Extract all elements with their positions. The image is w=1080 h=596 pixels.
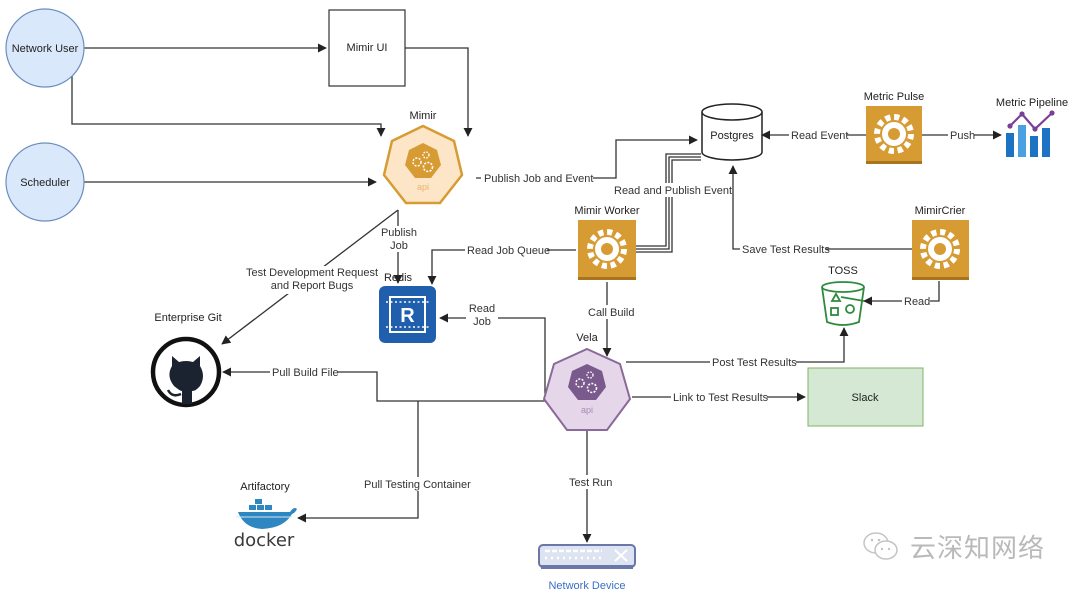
- edge-vela-to-toss: [626, 327, 849, 363]
- edge-crier-to-postgres: [728, 165, 912, 250]
- node-metric-pulse[interactable]: Metric Pulse: [864, 91, 925, 164]
- label-publish-job-and-event: Publish Job and Event: [484, 173, 593, 185]
- redis-glyph: R: [400, 305, 415, 327]
- edge-crier-to-toss: [863, 281, 940, 306]
- edge-user-to-mimir: [71, 76, 386, 137]
- docker-wordmark: docker: [234, 530, 295, 551]
- node-vela[interactable]: Vela api: [542, 332, 632, 431]
- label-pull-testing-container: Pull Testing Container: [364, 479, 471, 491]
- edges: [71, 43, 1002, 543]
- gear-icon: [874, 114, 914, 154]
- label-publish-job-line2: Job: [390, 240, 408, 252]
- node-scheduler[interactable]: Scheduler: [5, 142, 85, 222]
- enterprise-git-label: Enterprise Git: [154, 312, 221, 324]
- database-icon: [701, 112, 763, 161]
- label-test-dev-line1: Test Development Request: [246, 267, 378, 279]
- mimir-label: Mimir: [410, 110, 437, 122]
- node-artifactory[interactable]: Artifactory docker: [234, 481, 297, 551]
- node-slack[interactable]: Slack: [807, 367, 924, 427]
- label-post-test-results: Post Test Results: [712, 357, 797, 369]
- node-mimir-crier[interactable]: MimirCrier: [912, 205, 969, 280]
- edge-vela-to-redis: [439, 313, 546, 394]
- edge-mimir-ui-to-mimir: [405, 47, 473, 137]
- node-postgres[interactable]: Postgres: [701, 103, 763, 161]
- mimir-crier-label: MimirCrier: [915, 205, 966, 217]
- gear-icon: [920, 229, 960, 269]
- network-switch-icon: [538, 544, 636, 569]
- edge-worker-to-postgres-a: [636, 153, 701, 247]
- mimir-ui-label: Mimir UI: [347, 42, 388, 54]
- vela-gears-icon: [568, 364, 606, 400]
- network-device-label: Network Device: [548, 580, 625, 592]
- metric-pipeline-label: Metric Pipeline: [996, 97, 1068, 109]
- node-mimir-worker[interactable]: Mimir Worker: [574, 205, 640, 280]
- network-user-label: Network User: [12, 43, 79, 55]
- bar-chart-icon: [1006, 110, 1055, 157]
- wechat-icon: [863, 531, 898, 560]
- gear-icon: [587, 229, 627, 269]
- redis-label: Redis: [384, 272, 413, 284]
- chip-icon: R: [386, 296, 429, 333]
- label-save-test-results: Save Test Results: [742, 244, 830, 256]
- toss-label: TOSS: [828, 265, 858, 277]
- label-read-and-publish-event: Read and Publish Event: [614, 185, 732, 197]
- label-call-build: Call Build: [588, 307, 634, 319]
- mimir-worker-label: Mimir Worker: [574, 205, 640, 217]
- vela-api-label: api: [581, 405, 593, 415]
- github-icon: [150, 336, 222, 408]
- watermark-text: 云深知网络: [910, 534, 1046, 564]
- slack-label: Slack: [852, 392, 879, 404]
- label-pull-build-file: Pull Build File: [272, 367, 339, 379]
- edge-labels: Publish Job and Event Read and Publish E…: [244, 128, 975, 491]
- label-read-job-line2: Job: [473, 316, 491, 328]
- node-redis[interactable]: Redis R: [379, 272, 436, 343]
- artifactory-label: Artifactory: [240, 481, 290, 493]
- scheduler-label: Scheduler: [20, 177, 70, 189]
- label-read-job-line1: Read: [469, 303, 495, 315]
- vela-label: Vela: [576, 332, 598, 344]
- docker-whale-icon: [236, 499, 297, 529]
- edge-worker-to-postgres-c: [636, 159, 701, 253]
- node-network-device[interactable]: Network Device: [538, 544, 636, 592]
- label-test-dev-line2: and Report Bugs: [271, 280, 354, 292]
- edge-vela-to-artifactory: [297, 401, 419, 523]
- edge-worker-to-postgres-b: [636, 156, 701, 250]
- label-read-event: Read Event: [791, 130, 848, 142]
- label-read-job-queue: Read Job Queue: [467, 245, 550, 257]
- node-network-user[interactable]: Network User: [5, 8, 85, 88]
- watermark: 云深知网络: [862, 528, 1045, 565]
- mimir-api-label: api: [417, 182, 429, 192]
- node-enterprise-git[interactable]: Enterprise Git: [150, 312, 222, 408]
- postgres-label: Postgres: [710, 130, 754, 142]
- node-mimir-ui[interactable]: Mimir UI: [328, 9, 406, 87]
- mimir-gears-icon: [405, 143, 441, 178]
- storage-bucket-icon: [821, 281, 865, 326]
- node-mimir[interactable]: Mimir api: [382, 110, 464, 205]
- label-test-run: Test Run: [569, 477, 612, 489]
- node-toss[interactable]: TOSS: [821, 265, 865, 326]
- label-publish-job-line1: Publish: [381, 227, 417, 239]
- node-metric-pipeline[interactable]: Metric Pipeline: [996, 97, 1068, 157]
- label-push: Push: [950, 130, 975, 142]
- metric-pulse-label: Metric Pulse: [864, 91, 925, 103]
- label-link-to-test-results: Link to Test Results: [673, 392, 769, 404]
- label-read: Read: [904, 296, 930, 308]
